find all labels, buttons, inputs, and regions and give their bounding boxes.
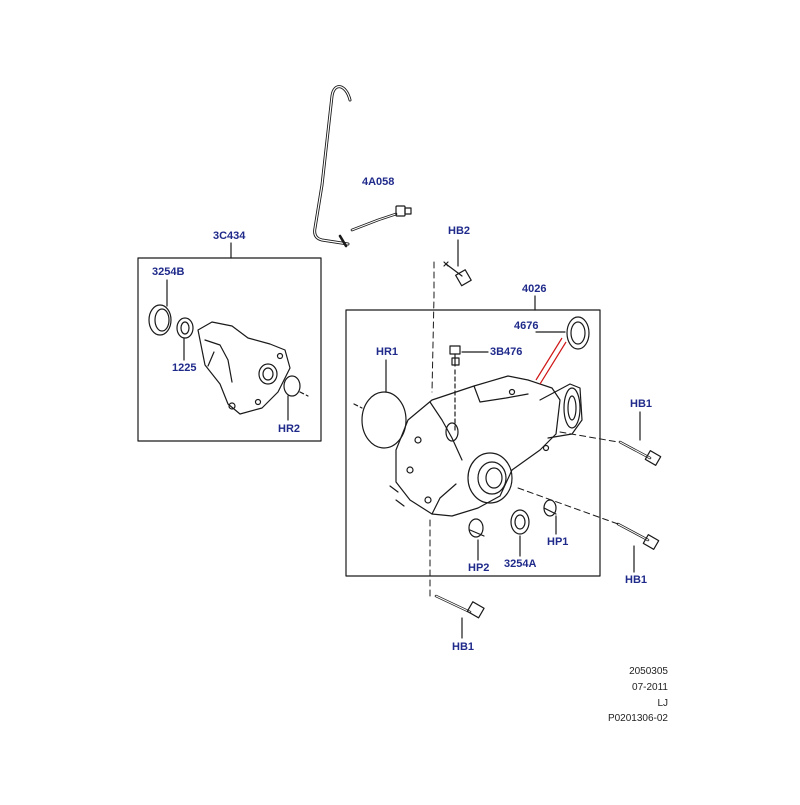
footer-model-code: LJ — [657, 698, 668, 709]
callout-4a058[interactable]: 4A058 — [362, 176, 395, 188]
callout-hb1-bottom[interactable]: HB1 — [452, 641, 475, 653]
seal-3254b — [148, 304, 172, 336]
callout-hb1-lower-right[interactable]: HB1 — [625, 574, 648, 586]
bolt-hb1-lower-right — [616, 522, 660, 550]
callout-3254a[interactable]: 3254A — [504, 558, 537, 570]
callout-3254b[interactable]: 3254B — [152, 266, 185, 278]
sensor-3b476 — [449, 345, 461, 367]
red-leader-line — [535, 337, 567, 385]
seal-3254a — [510, 509, 530, 535]
callout-1225[interactable]: 1225 — [172, 362, 197, 374]
callout-hr2[interactable]: HR2 — [278, 423, 301, 435]
callout-hb2[interactable]: HB2 — [448, 225, 471, 237]
differential-housing — [389, 375, 583, 517]
plug-hp1 — [543, 499, 557, 517]
breather-tube — [313, 85, 412, 248]
callout-hb1-right[interactable]: HB1 — [630, 398, 653, 410]
callout-3c434[interactable]: 3C434 — [213, 230, 246, 242]
plug-hp2 — [468, 518, 485, 538]
callout-4026[interactable]: 4026 — [522, 283, 547, 295]
o-ring-hr2 — [283, 375, 301, 397]
intermediate-housing — [197, 321, 291, 415]
seal-4676 — [566, 316, 590, 350]
footer-illustration-id: P0201306-02 — [607, 713, 668, 724]
callout-hp1[interactable]: HP1 — [547, 536, 569, 548]
bolt-hb1-bottom — [434, 594, 485, 619]
footer-drawing-number: 2050305 — [629, 666, 668, 677]
bearing-1225 — [176, 317, 194, 339]
callout-3b476[interactable]: 3B476 — [490, 346, 523, 358]
detail-frame-left — [137, 257, 322, 442]
o-ring-hr1 — [361, 391, 407, 449]
callout-hr1[interactable]: HR1 — [376, 346, 399, 358]
callout-hp2[interactable]: HP2 — [468, 562, 490, 574]
detail-frame-main — [345, 309, 601, 577]
footer-date: 07-2011 — [632, 682, 668, 693]
bolt-hb1-right — [618, 440, 662, 466]
callout-4676[interactable]: 4676 — [514, 320, 539, 332]
bolt-hb2 — [443, 261, 472, 287]
